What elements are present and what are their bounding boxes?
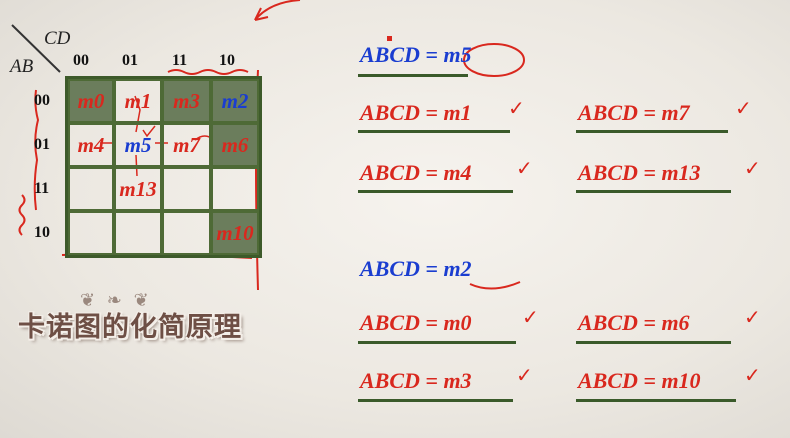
row-header: 01 (34, 136, 50, 153)
expr-m2: ABCD = m2 (360, 256, 472, 281)
kmap-cell-m10: m10 (211, 211, 259, 255)
underline-m2 (469, 281, 521, 290)
row-header: 11 (34, 180, 50, 197)
circle-m5 (463, 43, 525, 77)
cell-label: m13 (119, 176, 157, 201)
expr-m13: ABCD = m13 (578, 160, 701, 185)
col-header: 10 (219, 52, 235, 69)
kmap-cell-m2: m2 (211, 79, 259, 123)
check-icon: ✓ (516, 363, 533, 387)
cell-label: m10 (216, 220, 254, 245)
expr-m6: ABCD = m6 (578, 310, 690, 335)
underline (358, 341, 516, 344)
row-header: 00 (34, 92, 50, 109)
check-icon: ✓ (735, 96, 752, 120)
mark-dot (387, 36, 392, 41)
cell-label: m7 (173, 132, 200, 157)
check-m5 (142, 125, 156, 138)
check-icon: ✓ (508, 96, 525, 120)
kmap-cell-empty (162, 211, 211, 255)
col-header: 01 (122, 52, 138, 69)
underline (576, 341, 731, 344)
kmap-cell-empty (68, 167, 114, 211)
kmap-cell-m1: m1 (114, 79, 162, 123)
expr-m7: ABCD = m7 (578, 100, 690, 125)
corner-diagonal (11, 24, 61, 73)
kmap-corner-ab: AB (10, 56, 34, 77)
expr-m10: ABCD = m10 (578, 368, 701, 393)
col-header: 00 (73, 52, 89, 69)
kmap-cell-empty (114, 211, 162, 255)
kmap-cell-empty (68, 211, 114, 255)
expr-m0: ABCD = m0 (360, 310, 472, 335)
cell-label: m2 (221, 88, 249, 113)
kmap-cell-m3: m3 (162, 79, 211, 123)
underline (576, 190, 731, 193)
cell-label: m5 (124, 132, 152, 157)
slide-title: 卡诺图的化简原理 (18, 312, 242, 343)
cell-label: m4 (77, 132, 105, 157)
expr-m1: ABCD = m1 (360, 100, 472, 125)
kmap-cell-m6: m6 (211, 123, 259, 167)
kmap-cell-m5: m5 (114, 123, 162, 167)
kmap-cell-m0: m0 (68, 79, 114, 123)
underline (358, 190, 513, 193)
expr-m5: ABCD = m5 (360, 42, 472, 67)
karnaugh-map: m0 m1 m3 m2 m4 m5 m7 m6 m13 m10 (65, 76, 262, 258)
underline (576, 130, 728, 133)
check-icon: ✓ (522, 305, 539, 329)
kmap-corner-cd: CD (44, 28, 71, 49)
expr-m3: ABCD = m3 (360, 368, 472, 393)
squiggle-left (18, 194, 26, 236)
arrow-head (254, 7, 269, 21)
underline (358, 130, 510, 133)
kmap-cell-empty (211, 167, 259, 211)
arrow-stroke (254, 0, 301, 21)
check-icon: ✓ (744, 305, 761, 329)
cell-label: m1 (124, 88, 152, 113)
row-header: 10 (34, 224, 50, 241)
cell-label: m0 (77, 88, 105, 113)
kmap-cell-m4: m4 (68, 123, 114, 167)
underline (358, 74, 468, 77)
cell-label: m6 (221, 132, 249, 157)
check-icon: ✓ (516, 156, 533, 180)
check-icon: ✓ (744, 363, 761, 387)
kmap-cell-empty (162, 167, 211, 211)
expr-m4: ABCD = m4 (360, 160, 472, 185)
check-icon: ✓ (744, 156, 761, 180)
kmap-cell-m13: m13 (114, 167, 162, 211)
cell-label: m3 (173, 88, 200, 113)
bracket-left (33, 89, 40, 211)
squiggle-top (167, 69, 249, 75)
col-header: 11 (172, 52, 188, 69)
kmap-cell-m7: m7 (162, 123, 211, 167)
ornament-flourish: ❦ ❧ ❦ (80, 290, 152, 311)
underline (358, 399, 513, 402)
underline (576, 399, 736, 402)
